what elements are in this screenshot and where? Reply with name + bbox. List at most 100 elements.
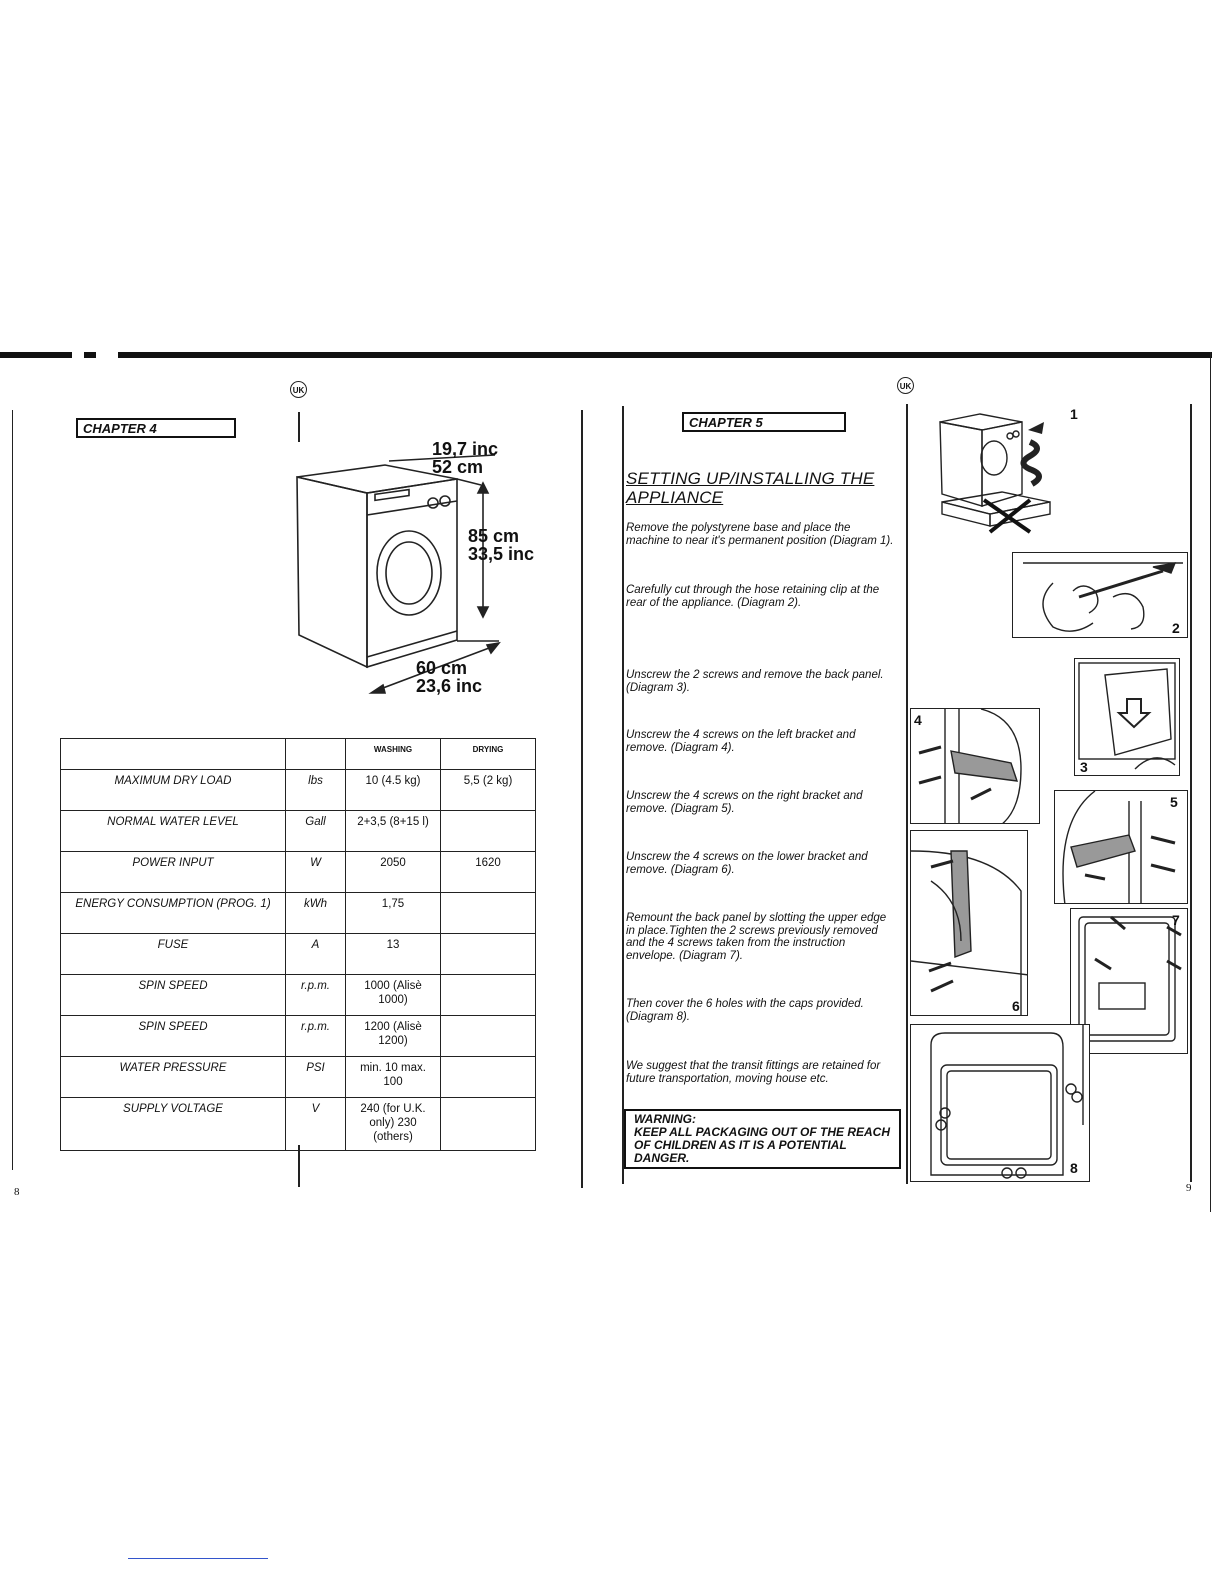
depth-cm: 52 cm: [432, 457, 484, 477]
diagram-1-number: 1: [1070, 406, 1078, 422]
instruction-step-4: Unscrew the 4 screws on the left bracket…: [626, 729, 856, 754]
washing-value: 10 (4.5 kg): [345, 769, 441, 811]
row-label: SUPPLY VOLTAGE: [60, 1097, 286, 1151]
row-unit: Gall: [285, 810, 346, 852]
row-unit: lbs: [285, 769, 346, 811]
page-number-left: 8: [14, 1186, 20, 1198]
table-row: WATER PRESSURE PSI min. 10 max. 100: [60, 1056, 536, 1098]
drying-value: [440, 892, 536, 934]
row-label: WATER PRESSURE: [60, 1056, 286, 1098]
table-row: FUSE A 13: [60, 933, 536, 975]
diagram-column-line: [906, 404, 908, 1184]
row-unit: V: [285, 1097, 346, 1151]
row-label: POWER INPUT: [60, 851, 286, 893]
row-unit: kWh: [285, 892, 346, 934]
width-cm: 60 cm: [416, 658, 468, 678]
row-unit: W: [285, 851, 346, 893]
diagram-4-illustration: [918, 709, 1022, 823]
drying-value: [440, 1015, 536, 1057]
table-header-row: WASHING DRYING: [60, 738, 536, 770]
diagram-3: [1074, 658, 1180, 776]
depth-inches: 19,7 inc: [432, 439, 499, 459]
section-heading: SETTING UP/INSTALLING THE: [626, 469, 875, 488]
washing-value: 2+3,5 (8+15 l): [345, 810, 441, 852]
diagram-8-number: 8: [1070, 1160, 1078, 1176]
table-row: ENERGY CONSUMPTION (PROG. 1) kWh 1,75: [60, 892, 536, 934]
row-unit: PSI: [285, 1056, 346, 1098]
height-inches: 33,5 inc: [468, 544, 535, 564]
table-row: POWER INPUT W 2050 1620: [60, 851, 536, 893]
diagram-2-number: 2: [1172, 620, 1180, 636]
row-label: SPIN SPEED: [60, 974, 286, 1016]
column-header: [285, 738, 346, 770]
drying-value: [440, 974, 536, 1016]
diagram-6-number: 6: [1012, 998, 1020, 1014]
diagram-2-illustration: [1023, 562, 1183, 632]
washing-value: 1200 (Alisè 1200): [345, 1015, 441, 1057]
row-unit: A: [285, 933, 346, 975]
width-inches: 23,6 inc: [416, 676, 483, 696]
drying-value: [440, 933, 536, 975]
top-border: [0, 352, 1212, 358]
washing-value: 1,75: [345, 892, 441, 934]
warning-text: KEEP ALL PACKAGING OUT OF THE REACH OF C…: [634, 1125, 891, 1165]
uk-badge: UK: [290, 381, 307, 398]
row-label: FUSE: [60, 933, 286, 975]
table-row: SPIN SPEED r.p.m. 1000 (Alisè 1000): [60, 974, 536, 1016]
washing-value: 1000 (Alisè 1000): [345, 974, 441, 1016]
diagram-3-illustration: [1078, 662, 1176, 770]
diagram-1: [910, 402, 1086, 548]
section-heading-line2: APPLIANCE: [626, 488, 724, 507]
instruction-step-3: Unscrew the 2 screws and remove the back…: [626, 669, 884, 694]
row-label: MAXIMUM DRY LOAD: [60, 769, 286, 811]
right-edge-line: [1190, 404, 1192, 1182]
specifications-table: WASHING DRYING MAXIMUM DRY LOAD lbs 10 (…: [60, 738, 536, 1151]
right-text-margin: [622, 406, 624, 1184]
uk-badge: UK: [897, 377, 914, 394]
table-row: SPIN SPEED r.p.m. 1200 (Alisè 1200): [60, 1015, 536, 1057]
diagram-6: [910, 830, 1028, 1016]
diagram-4: [910, 708, 1040, 824]
column-header: [60, 738, 286, 770]
instruction-step-7: Remount the back panel by slotting the u…: [626, 912, 887, 962]
drying-value: 1620: [440, 851, 536, 893]
instruction-step-5: Unscrew the 4 screws on the right bracke…: [626, 790, 863, 815]
table-row: MAXIMUM DRY LOAD lbs 10 (4.5 kg) 5,5 (2 …: [60, 769, 536, 811]
instruction-step-8: Then cover the 6 holes with the caps pro…: [626, 998, 864, 1023]
outer-edge-line: [1210, 352, 1211, 1212]
diagram-5-number: 5: [1170, 794, 1178, 810]
machine-dimensions-diagram: [296, 454, 501, 694]
washing-value: 13: [345, 933, 441, 975]
diagram-1-illustration: [939, 413, 1051, 534]
drying-value: [440, 810, 536, 852]
row-unit: r.p.m.: [285, 974, 346, 1016]
diagram-5-illustration: [1062, 791, 1176, 903]
diagram-8-illustration: [930, 1025, 1084, 1179]
chapter-4-title: CHAPTER 4: [76, 418, 236, 438]
page-number-right: 9: [1186, 1182, 1192, 1194]
diagram-2: [1012, 552, 1188, 638]
table-row: NORMAL WATER LEVEL Gall 2+3,5 (8+15 l): [60, 810, 536, 852]
washing-value: min. 10 max. 100: [345, 1056, 441, 1098]
page-divider: [581, 410, 583, 1188]
height-cm: 85 cm: [468, 526, 520, 546]
warning-title: WARNING:: [634, 1112, 696, 1126]
row-label: ENERGY CONSUMPTION (PROG. 1): [60, 892, 286, 934]
diagram-6-illustration: [911, 850, 1027, 1015]
diagram-3-number: 3: [1080, 759, 1088, 775]
drying-value: [440, 1097, 536, 1151]
warning-box: WARNING: KEEP ALL PACKAGING OUT OF THE R…: [624, 1109, 901, 1169]
diagram-7: [1070, 908, 1188, 1054]
table-row: SUPPLY VOLTAGE V 240 (for U.K. only) 230…: [60, 1097, 536, 1151]
column-header-washing: WASHING: [345, 738, 441, 770]
instruction-step-2: Carefully cut through the hose retaining…: [626, 584, 880, 609]
drying-value: 5,5 (2 kg): [440, 769, 536, 811]
drying-value: [440, 1056, 536, 1098]
instruction-step-1: Remove the polystyrene base and place th…: [626, 522, 894, 547]
diagram-8: [910, 1024, 1090, 1182]
instruction-step-9: We suggest that the transit fittings are…: [626, 1060, 881, 1085]
diagram-5: [1054, 790, 1188, 904]
diagram-7-number: 7: [1172, 912, 1180, 928]
column-header-drying: DRYING: [440, 738, 536, 770]
center-tick-bottom: [298, 1145, 300, 1187]
